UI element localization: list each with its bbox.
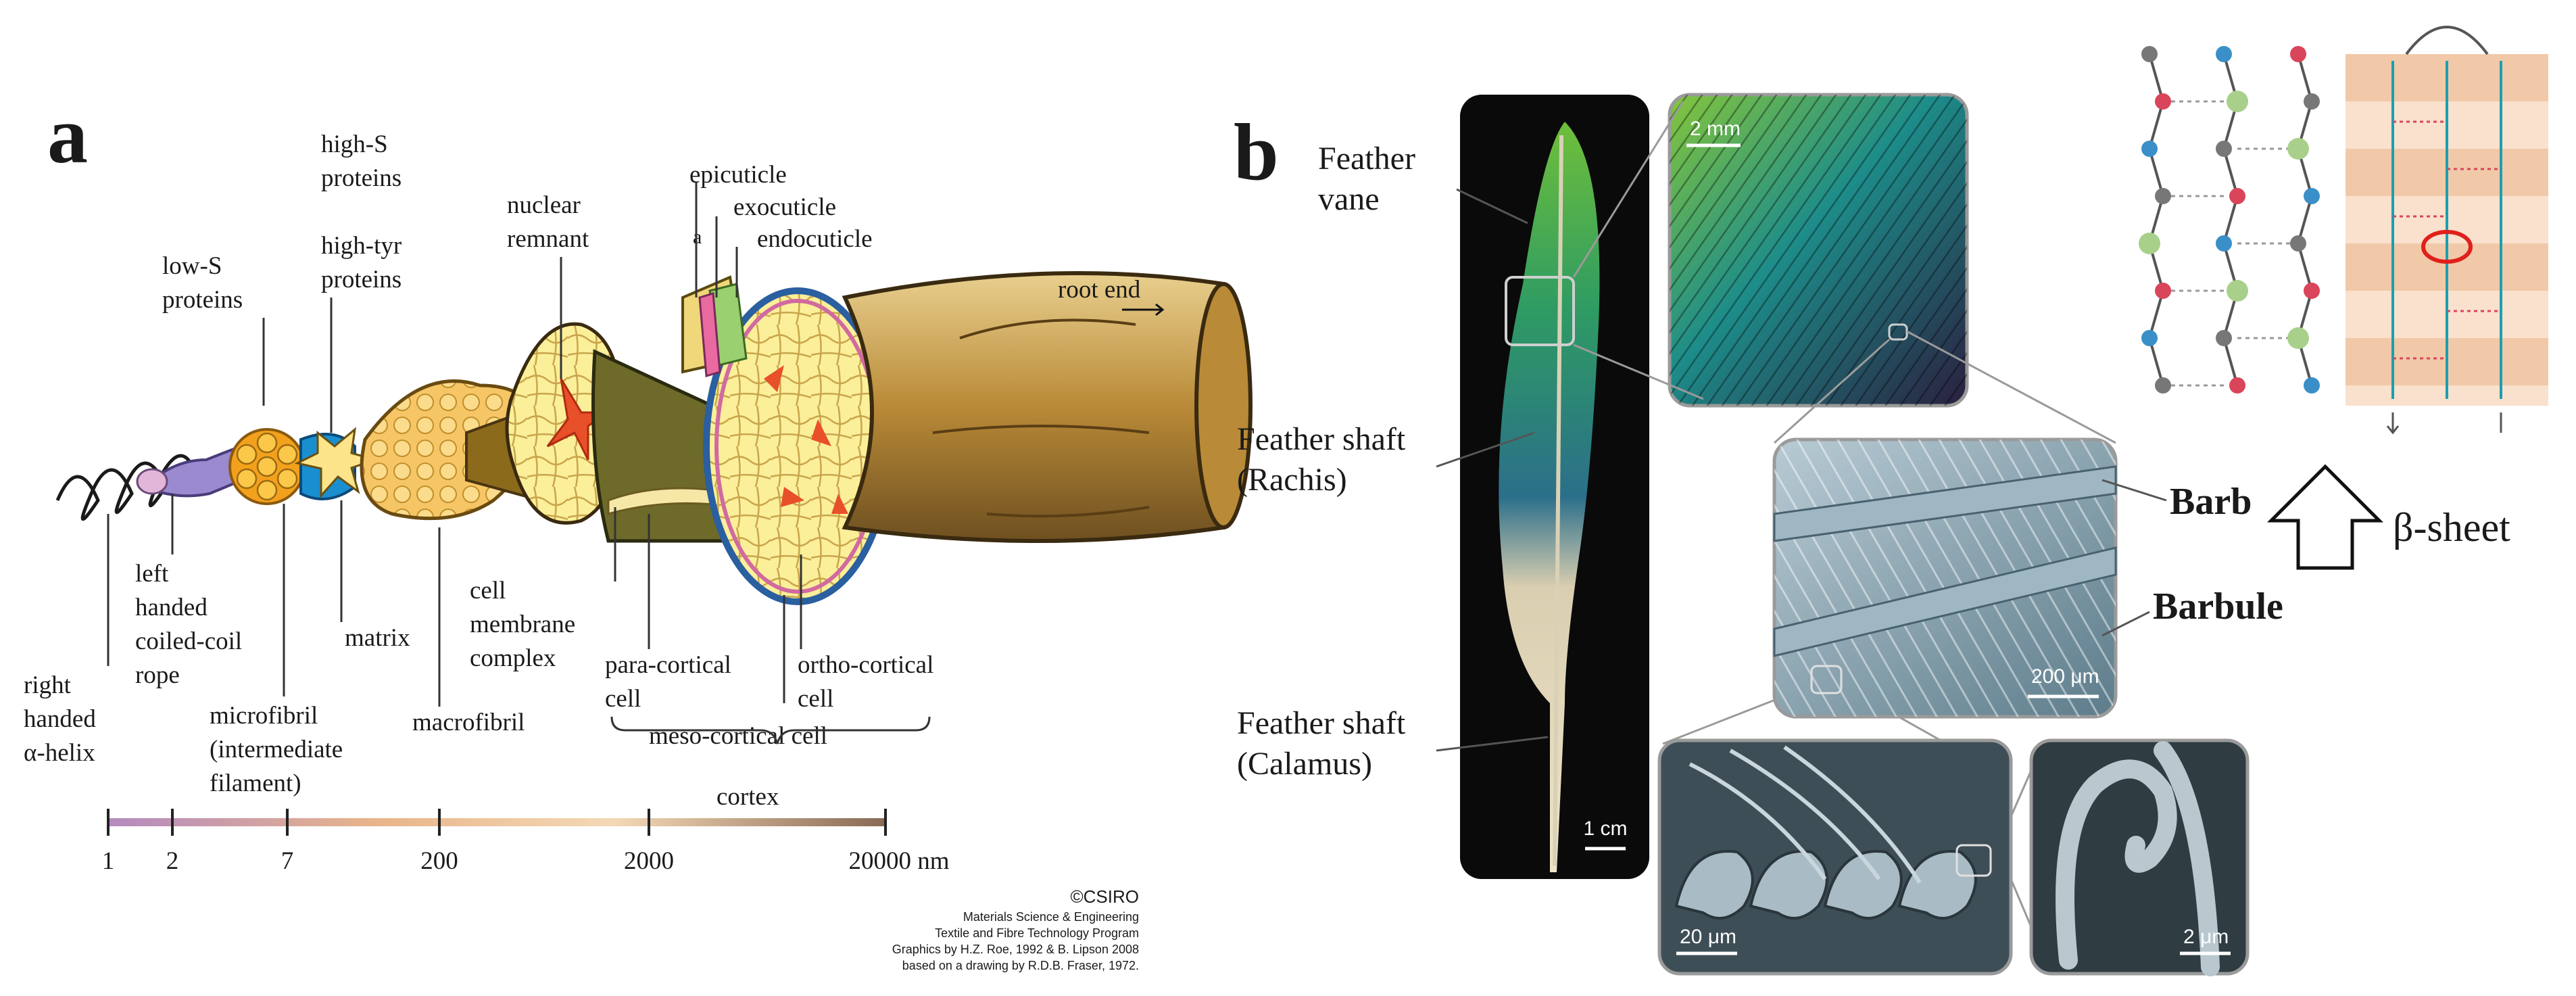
label-left-handed-3: coiled-coil [135, 627, 242, 655]
label-feather-vane-2: vane [1318, 181, 1380, 217]
label-barb: Barb [2170, 481, 2252, 523]
label-low-s-1: low-S [162, 252, 222, 280]
vane-zoom-barbs [1670, 95, 1967, 406]
label-calamus-2: (Calamus) [1237, 746, 1372, 782]
panel-a-letter: a [47, 90, 88, 180]
label-ortho-2: cell [798, 685, 833, 713]
label-left-handed-1: left [135, 560, 169, 588]
label-nuclear-2: remnant [507, 225, 589, 253]
label-right-handed-3: α-helix [24, 739, 95, 767]
hook-shape [2056, 741, 2220, 976]
feather-zoom-box [1505, 276, 1575, 346]
beta-sheet-pleated [2346, 26, 2548, 435]
label-barbule: Barbule [2153, 586, 2283, 627]
label-para-2: cell [605, 685, 641, 713]
label-low-s-2: proteins [162, 286, 243, 314]
exocuticle-flap [698, 292, 721, 377]
label-right-handed-2: handed [24, 705, 96, 733]
scale-tick-2: 2 [166, 847, 179, 875]
feather-leader-lines [1436, 188, 1549, 752]
label-cmc-3: complex [470, 644, 556, 672]
coiled-coil-end [136, 468, 168, 495]
hair-cylinder [842, 271, 1225, 543]
label-rachis-1: Feather shaft [1237, 421, 1406, 457]
microfibril-subunits [236, 432, 298, 501]
credit-line-1: Materials Science & Engineering [963, 910, 1139, 924]
size-scale: 1 2 7 200 2000 20000 nm [102, 809, 950, 875]
label-right-handed-1: right [24, 671, 72, 699]
barb-zoom-box [1810, 665, 1843, 694]
label-left-handed-4: rope [135, 661, 180, 689]
feather-scale-label: 1 cm [1583, 817, 1627, 840]
scale-tick-3: 7 [281, 847, 294, 875]
credit-line-2: Textile and Fibre Technology Program [935, 926, 1139, 940]
scale-tick-4: 200 [420, 847, 458, 875]
label-ortho-1: ortho-cortical [798, 651, 933, 679]
nuclear-remnant-shape [546, 378, 612, 460]
label-matrix: matrix [345, 624, 410, 652]
label-nuclear-1: nuclear [507, 191, 581, 219]
hair-root-end [1194, 282, 1253, 529]
hook-scale-label: 2 μm [2183, 926, 2229, 948]
scale-tick-5: 2000 [624, 847, 674, 875]
highlighted-hbond-circle [2421, 230, 2473, 264]
label-para-1: para-cortical [605, 651, 731, 679]
strand-direction-arrows [2386, 412, 2502, 435]
label-high-s-1: high-S [321, 131, 388, 158]
matrix-protein-star [294, 427, 379, 498]
panel-b: b 1 cm Feather vane Feather shaft (Rachi… [1234, 26, 2548, 976]
label-microfibril-3: filament) [210, 769, 301, 797]
root-end-arrow [1122, 303, 1165, 316]
label-left-handed-2: handed [135, 594, 208, 621]
label-epicuticle: epicuticle [689, 161, 787, 189]
label-microfibril-2: (intermediate [210, 736, 343, 763]
barb-leader-lines [2101, 479, 2167, 637]
sheet-turn-arc [2405, 26, 2489, 55]
credit-line-4: based on a drawing by R.D.B. Fraser, 197… [902, 959, 1139, 972]
label-beta-sheet: β-sheet [2393, 505, 2510, 550]
csiro-credit: ©CSIRO Materials Science & Engineering T… [892, 886, 1139, 972]
barbule-scale-label: 20 μm [1680, 926, 1736, 948]
label-cmc-1: cell [470, 577, 506, 604]
vane-scale-label: 2 mm [1690, 118, 1741, 140]
alpha-helix-shape [55, 454, 195, 521]
barb-sem-barbs [1773, 465, 2117, 657]
label-macrofibril: macrofibril [412, 709, 525, 736]
label-cortex: cortex [716, 783, 779, 811]
label-endocuticle: endocuticle [757, 225, 873, 253]
scale-tick-6: 20000 nm [848, 847, 949, 875]
label-high-tyr-1: high-tyr [321, 232, 402, 260]
label-cmc-2: membrane [470, 611, 575, 638]
label-high-s-2: proteins [321, 164, 402, 192]
label-feather-vane-1: Feather [1318, 141, 1415, 176]
barbule-hooks [1674, 850, 1977, 920]
barb-scale-label: 200 μm [2031, 665, 2099, 688]
hair-scale-lines [932, 318, 1150, 518]
label-microfibril-1: microfibril [210, 702, 318, 730]
panel-b-letter: b [1234, 107, 1279, 197]
barbule-strands [1688, 745, 1922, 884]
label-a-small: a [693, 226, 702, 248]
barbule-zoom-box [1955, 844, 1992, 877]
label-high-tyr-2: proteins [321, 266, 402, 293]
beta-sheet-ball-stick [2139, 46, 2320, 394]
scale-tick-1: 1 [102, 847, 115, 875]
cortex-nuclei [764, 365, 848, 514]
beta-sheet-arrow [2266, 464, 2384, 570]
size-scale-bar [108, 818, 885, 826]
feather-rachis-line [1553, 135, 1563, 866]
leader-lines [107, 183, 802, 707]
label-calamus-1: Feather shaft [1237, 705, 1406, 741]
panel-a: a [24, 90, 1253, 972]
label-meso: meso-cortical cell [649, 722, 827, 750]
credit-owner: ©CSIRO [1071, 886, 1140, 907]
label-rachis-2: (Rachis) [1237, 462, 1347, 498]
label-exocuticle: exocuticle [733, 193, 836, 221]
meso-brace [610, 716, 931, 744]
label-root-end: root end [1058, 276, 1141, 304]
credit-line-3: Graphics by H.Z. Roe, 1992 & B. Lipson 2… [892, 943, 1139, 956]
